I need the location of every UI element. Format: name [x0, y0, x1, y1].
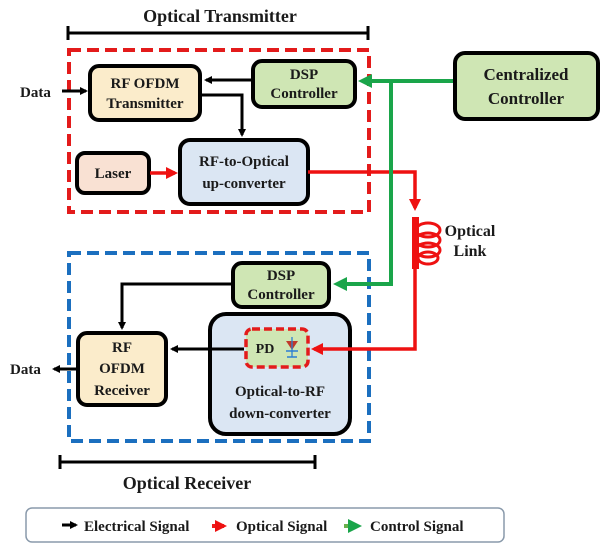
rf-ofdm-receiver-line2: OFDM: [99, 361, 145, 377]
centralized-controller-line2: Controller: [488, 89, 565, 108]
rf-to-optical-line2: up-converter: [202, 176, 286, 192]
optical-link-label-line1: Optical: [445, 223, 496, 240]
transmitter-title: Optical Transmitter: [143, 6, 297, 26]
centralized-controller-block[interactable]: Centralized Controller: [453, 51, 600, 121]
rf-to-optical-line1: RF-to-Optical: [199, 154, 289, 170]
optical-to-rf-line1: Optical-to-RF: [235, 384, 325, 400]
legend-electrical-label: Electrical Signal: [84, 519, 189, 535]
pd-label: PD: [256, 342, 275, 357]
central-to-dsp-rx-arrow: [333, 81, 393, 291]
optical-to-rf-line2: down-converter: [229, 406, 331, 422]
transmitter-bracket: [66, 26, 370, 40]
dsp-controller-tx-line1: DSP: [290, 67, 318, 83]
receiver-bracket: [58, 455, 317, 469]
centralized-controller-line1: Centralized: [484, 65, 570, 84]
dsp-controller-tx-block[interactable]: DSP Controller: [251, 59, 357, 109]
rf-ofdm-transmitter-line2: Transmitter: [106, 96, 184, 112]
laser-block[interactable]: Laser: [75, 151, 151, 195]
photodiode-icon: [286, 337, 298, 358]
legend-item-electrical: Electrical Signal: [62, 519, 189, 535]
photodiode-block[interactable]: PD: [244, 327, 310, 369]
dsp-controller-rx-line2: Controller: [247, 287, 315, 303]
legend-item-control: Control Signal: [344, 519, 464, 535]
rf-ofdm-transmitter-line1: RF OFDM: [110, 76, 179, 92]
dsp-rx-to-ofdm-rx-arrow: [118, 282, 231, 330]
legend: Electrical Signal Optical Signal Control…: [25, 507, 505, 543]
dsp-controller-rx-block[interactable]: DSP Controller: [231, 261, 331, 309]
data-input-label: Data: [20, 85, 51, 101]
fiber-coil-icon: [412, 217, 442, 269]
legend-item-optical: Optical Signal: [212, 519, 327, 535]
dsp-controller-tx-line2: Controller: [270, 86, 338, 102]
rf-ofdm-receiver-block[interactable]: RF OFDM Receiver: [76, 331, 168, 407]
transmitter-boundary: [67, 48, 371, 214]
receiver-boundary: [67, 251, 371, 443]
rf-to-optical-block[interactable]: RF-to-Optical up-converter: [178, 138, 310, 206]
ofdm-tx-to-upconverter-arrow: [200, 93, 246, 137]
rf-ofdm-receiver-line1: RF: [112, 340, 132, 356]
upconverter-to-link-arrow: [308, 170, 421, 211]
rf-ofdm-transmitter-block[interactable]: RF OFDM Transmitter: [88, 64, 202, 122]
legend-control-label: Control Signal: [370, 519, 464, 535]
dsp-controller-rx-line1: DSP: [267, 268, 295, 284]
laser-label: Laser: [95, 166, 132, 182]
legend-optical-label: Optical Signal: [236, 519, 327, 535]
receiver-title: Optical Receiver: [123, 473, 251, 493]
rf-ofdm-receiver-line3: Receiver: [94, 383, 150, 399]
link-to-pd-arrow: [311, 268, 417, 355]
optical-link-label-line2: Link: [454, 243, 487, 260]
data-output-label: Data: [10, 362, 41, 378]
